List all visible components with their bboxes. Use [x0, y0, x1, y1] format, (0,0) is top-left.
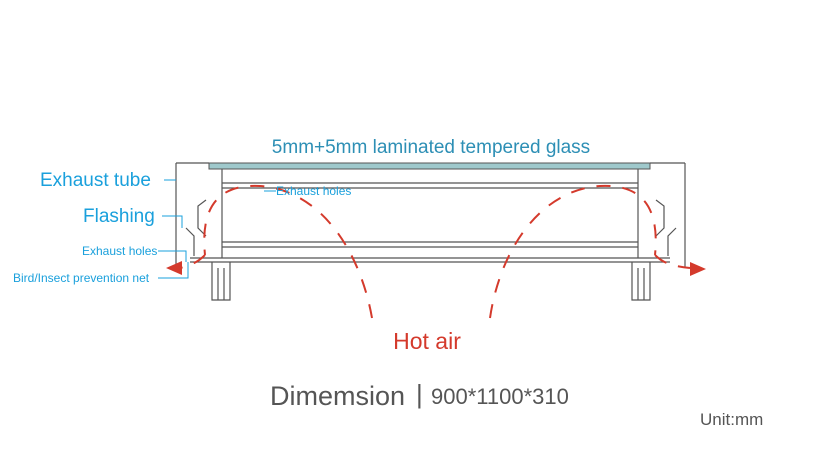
label-exhaust-tube: Exhaust tube [40, 170, 151, 191]
dimension-value: 900*1100*310 [431, 384, 569, 409]
label-flashing: Flashing [83, 206, 155, 227]
dimension-label: Dimemsion [270, 381, 405, 411]
flashing-left [185, 199, 207, 256]
glass-label: 5mm+5mm laminated tempered glass [272, 137, 590, 158]
dimension-separator: | [416, 379, 423, 409]
hot-air-label: Hot air [393, 328, 461, 354]
skylight-frame [175, 162, 686, 301]
flashing-right [655, 199, 677, 256]
arrow-left-icon [166, 261, 182, 275]
label-bird-net: Bird/Insect prevention net [13, 271, 150, 285]
glass-pane [208, 162, 651, 170]
arrow-right-icon [690, 262, 706, 276]
unit-label: Unit:mm [700, 410, 763, 429]
label-exhaust-holes-top: Exhaust holes [276, 184, 351, 198]
label-exhaust-holes-side: Exhaust holes [82, 244, 157, 258]
hot-air-flow [166, 184, 706, 319]
